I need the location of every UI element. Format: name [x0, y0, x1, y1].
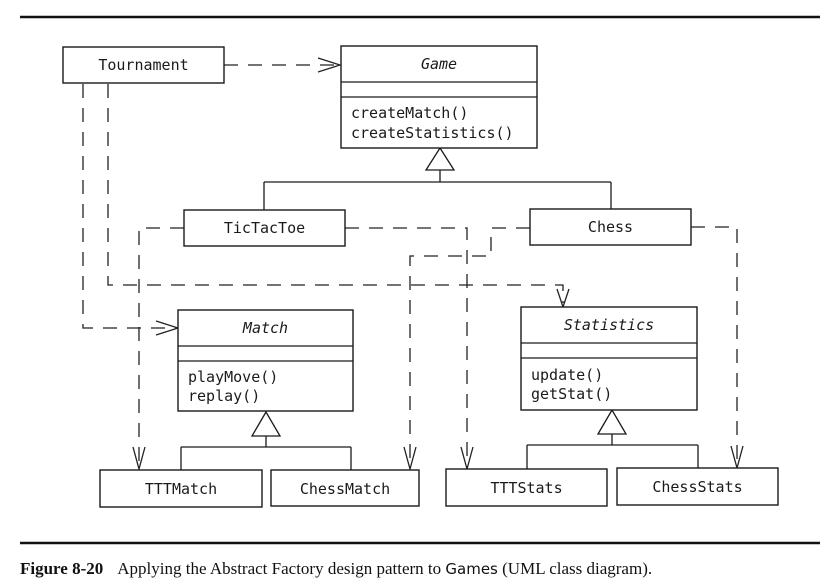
- generalization-match: [180, 410, 352, 470]
- generalization-statistics: [526, 408, 699, 469]
- class-name: ChessMatch: [300, 480, 390, 498]
- operation: getStat(): [531, 385, 612, 403]
- generalization-game: [263, 146, 612, 210]
- class-name: Match: [242, 319, 288, 337]
- class-tournament[interactable]: Tournament: [62, 46, 225, 84]
- operation: update(): [531, 366, 603, 384]
- caption-code-word: Games: [445, 560, 498, 578]
- operation: playMove(): [188, 368, 278, 386]
- class-name: Game: [421, 55, 457, 73]
- class-chess[interactable]: Chess: [529, 208, 692, 246]
- operation: replay(): [188, 387, 260, 405]
- dependency-tournament-match: [82, 84, 181, 336]
- class-chessmatch[interactable]: ChessMatch: [270, 469, 420, 507]
- dependency-tictactoe-tttmatch: [132, 227, 184, 472]
- dependency-tictactoe-tttstats: [345, 227, 474, 472]
- generalization-triangle-icon: [250, 410, 282, 437]
- figure-label: Figure 8-20: [20, 559, 104, 578]
- dependency-tournament-game: [224, 57, 343, 73]
- dependency-chess-chessstats: [691, 226, 744, 471]
- dependency-chess-chessmatch: [403, 227, 530, 472]
- class-name: ChessStats: [652, 478, 742, 496]
- operation: createMatch(): [351, 104, 468, 122]
- class-name: TicTacToe: [224, 219, 305, 237]
- class-name: Tournament: [98, 56, 188, 74]
- class-name: TTTStats: [490, 479, 562, 497]
- class-match[interactable]: Match playMove() replay(): [177, 309, 354, 412]
- class-name: Chess: [588, 218, 633, 236]
- class-tttstats[interactable]: TTTStats: [445, 468, 608, 507]
- class-game[interactable]: Game createMatch() createStatistics(): [340, 45, 538, 149]
- generalization-triangle-icon: [596, 408, 628, 435]
- figure-caption: Figure 8-20 Applying the Abstract Factory…: [20, 559, 652, 579]
- caption-text: Applying the Abstract Factory design pat…: [117, 559, 446, 578]
- class-name: Statistics: [564, 316, 654, 334]
- class-name: TTTMatch: [145, 480, 217, 498]
- class-chessstats[interactable]: ChessStats: [616, 467, 779, 506]
- class-tttmatch[interactable]: TTTMatch: [99, 469, 263, 508]
- class-tictactoe[interactable]: TicTacToe: [183, 209, 346, 247]
- caption-text-end: (UML class diagram).: [497, 559, 653, 578]
- operation: createStatistics(): [351, 124, 514, 142]
- class-statistics[interactable]: Statistics update() getStat(): [520, 306, 698, 411]
- generalization-triangle-icon: [424, 146, 456, 171]
